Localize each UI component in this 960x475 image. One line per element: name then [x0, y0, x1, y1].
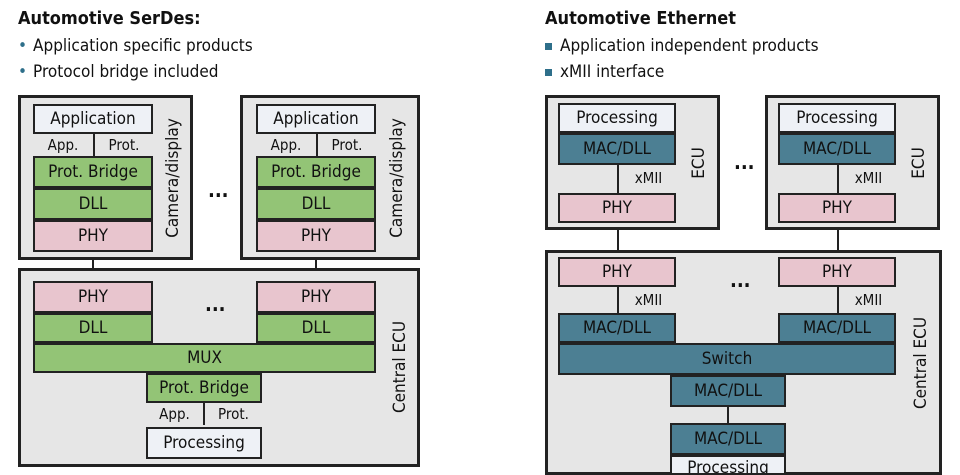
central-app-label: App. [159, 405, 190, 423]
bullet-dot-icon: • [18, 62, 28, 82]
dll-block-2: DLL [256, 188, 376, 220]
central-ecu-label-ethernet: Central ECU [911, 316, 931, 409]
bullet-dot-icon: • [18, 36, 28, 56]
link-line [92, 260, 94, 270]
xmii-label: xMII [854, 169, 883, 187]
mux-block: MUX [33, 343, 376, 373]
ellipsis-top: ... [208, 178, 229, 202]
eth-mac-dll-block-1: MAC/DLL [558, 133, 676, 165]
central-eth-processing-block: Processing [670, 455, 786, 475]
ethernet-bullet-1: Application independent products [545, 36, 819, 56]
prot-label-1: Prot. [108, 136, 140, 154]
ecu-label-1: ECU [689, 146, 710, 179]
link-line [727, 407, 729, 423]
bullet-square-icon [545, 42, 552, 50]
switch-block: Switch [558, 343, 896, 375]
prot-bridge-block-1: Prot. Bridge [33, 156, 153, 188]
app-label-2: App. [270, 136, 302, 154]
central-phy-block-1: PHY [33, 281, 153, 313]
central-eth-mac-dll-block-1: MAC/DLL [558, 313, 676, 343]
ellipsis-central: ... [205, 292, 226, 316]
xmii-line [617, 165, 619, 193]
serdes-bullet-1: •Application specific products [18, 36, 253, 56]
central-eth-mac-dll-block-2: MAC/DLL [778, 313, 896, 343]
central-eth-phy-block-1: PHY [558, 257, 676, 287]
serdes-bullet-2: •Protocol bridge included [18, 62, 219, 82]
central-dll-block-1: DLL [33, 313, 153, 343]
eth-mac-dll-block-2: MAC/DLL [778, 133, 896, 165]
camera-display-label-2: Camera/display [387, 117, 407, 238]
dll-block-1: DLL [33, 188, 153, 220]
app-prot-divider [316, 134, 318, 156]
xmii-label: xMII [634, 169, 663, 187]
app-prot-divider [93, 134, 95, 156]
central-processing-block: Processing [146, 427, 262, 459]
camera-display-label-1: Camera/display [163, 117, 183, 238]
central-prot-bridge-block: Prot. Bridge [146, 373, 262, 403]
application-block-2: Application [256, 104, 376, 134]
ecu-label-2: ECU [909, 146, 930, 179]
xmii-line [837, 287, 839, 313]
central-eth-phy-block-2: PHY [778, 257, 896, 287]
ethernet-title: Automotive Ethernet [545, 8, 736, 29]
link-line [315, 260, 317, 270]
ellipsis-central-eth: ... [730, 268, 751, 292]
app-label-1: App. [47, 136, 79, 154]
xmii-label: xMII [854, 291, 883, 309]
ellipsis-ecu: ... [734, 150, 755, 174]
central-phy-block-2: PHY [256, 281, 376, 313]
central-prot-label: Prot. [218, 405, 249, 423]
eth-phy-block-1: PHY [558, 193, 676, 223]
app-prot-divider [203, 403, 205, 425]
xmii-label: xMII [634, 291, 663, 309]
processing-mac-dll-block: MAC/DLL [670, 423, 786, 455]
serdes-title: Automotive SerDes: [18, 8, 201, 29]
central-dll-block-2: DLL [256, 313, 376, 343]
link-line [617, 230, 619, 252]
eth-phy-block-2: PHY [778, 193, 896, 223]
switch-mac-dll-block: MAC/DLL [670, 375, 786, 407]
link-line [837, 230, 839, 252]
central-ecu-label-serdes: Central ECU [390, 320, 410, 414]
prot-label-2: Prot. [331, 136, 363, 154]
xmii-line [837, 165, 839, 193]
bullet-square-icon [545, 68, 552, 76]
eth-processing-block-1: Processing [558, 103, 676, 133]
application-block-1: Application [33, 104, 153, 134]
phy-block-2: PHY [256, 220, 376, 252]
prot-bridge-block-2: Prot. Bridge [256, 156, 376, 188]
phy-block-1: PHY [33, 220, 153, 252]
xmii-line [617, 287, 619, 313]
ethernet-bullet-2: xMII interface [545, 62, 664, 82]
eth-processing-block-2: Processing [778, 103, 896, 133]
